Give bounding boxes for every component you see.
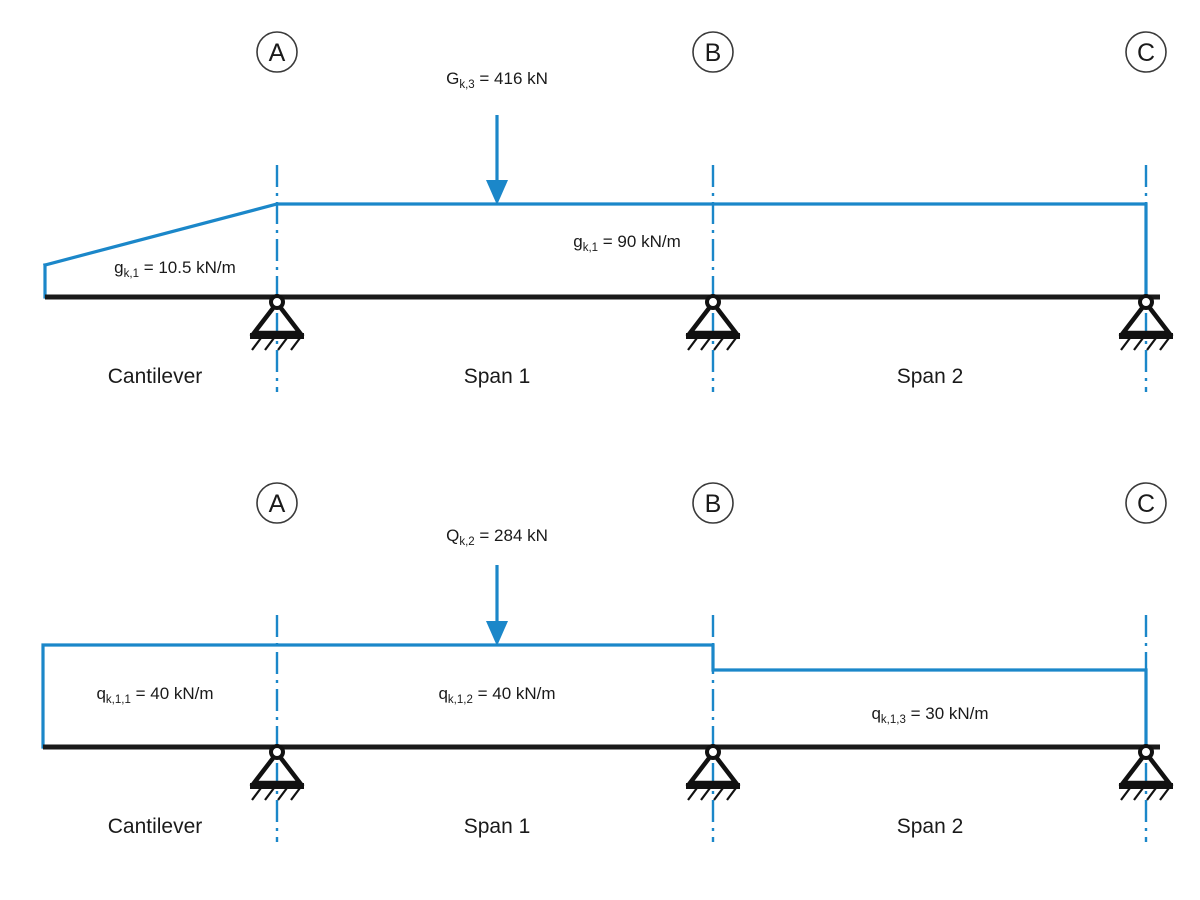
support-pin-icon — [705, 744, 721, 760]
support-hatching — [687, 337, 737, 351]
grid-bubble-label-c: C — [1137, 39, 1155, 67]
zone-label-span1-upper: Span 1 — [464, 365, 531, 388]
arrow-head-icon — [486, 621, 508, 646]
zone-label-cantilever-upper: Cantilever — [108, 365, 203, 388]
support-a-upper — [249, 294, 305, 351]
support-hatching — [1120, 337, 1170, 351]
diagram-permanent-loads: A B C Gk,3 = 416 kN — [43, 31, 1174, 392]
support-hatching — [251, 337, 301, 351]
grid-bubble-a-lower[interactable]: A — [256, 482, 298, 524]
grid-bubble-circle — [692, 31, 734, 73]
support-pin-icon — [705, 294, 721, 310]
diagram-variable-loads: A B C Qk,2 = 284 kN — [41, 482, 1174, 842]
support-b-upper — [685, 294, 741, 351]
grid-bubble-circle — [1125, 482, 1167, 524]
point-load-label-qk2: Qk,2 = 284 kN — [446, 526, 548, 548]
grid-bubble-label-a: A — [269, 490, 286, 518]
grid-bubble-c-lower[interactable]: C — [1125, 482, 1167, 524]
grid-bubble-label-c: C — [1137, 490, 1155, 518]
span-udl-label-gk1: gk,1 = 90 kN/m — [573, 232, 680, 254]
support-c-upper — [1118, 294, 1174, 351]
zone-label-cantilever-lower: Cantilever — [108, 815, 203, 838]
point-load-arrow-gk3 — [486, 115, 508, 205]
grid-bubble-a[interactable]: A — [256, 31, 298, 73]
arrow-head-icon — [486, 180, 508, 205]
span2-udl-label-qk13: qk,1,3 = 30 kN/m — [871, 704, 988, 726]
zone-label-span2-lower: Span 2 — [897, 815, 964, 838]
support-hatching — [1120, 787, 1170, 801]
grid-bubble-circle — [256, 31, 298, 73]
grid-bubble-c[interactable]: C — [1125, 31, 1167, 73]
support-a-lower — [249, 744, 305, 801]
grid-bubble-label-b: B — [705, 490, 722, 518]
grid-bubble-circle — [1125, 31, 1167, 73]
distributed-load-outline-permanent — [43, 202, 1148, 299]
cantilever-udl-label-qk11: qk,1,1 = 40 kN/m — [96, 684, 213, 706]
grid-bubble-label-b: B — [705, 39, 722, 67]
support-hatching — [251, 787, 301, 801]
distributed-load-outline-variable — [41, 643, 1148, 749]
grid-bubble-label-a: A — [269, 39, 286, 67]
support-b-lower — [685, 744, 741, 801]
grid-bubble-b[interactable]: B — [692, 31, 734, 73]
grid-bubble-b-lower[interactable]: B — [692, 482, 734, 524]
support-pin-icon — [1138, 294, 1154, 310]
zone-label-span2-upper: Span 2 — [897, 365, 964, 388]
cantilever-udl-label-gk1: gk,1 = 10.5 kN/m — [114, 258, 236, 280]
support-pin-icon — [269, 294, 285, 310]
point-load-label-gk3: Gk,3 = 416 kN — [446, 69, 548, 91]
support-pin-icon — [1138, 744, 1154, 760]
support-pin-icon — [269, 744, 285, 760]
grid-bubble-circle — [692, 482, 734, 524]
point-load-arrow-qk2 — [486, 565, 508, 646]
support-hatching — [687, 787, 737, 801]
support-c-lower — [1118, 744, 1174, 801]
zone-label-span1-lower: Span 1 — [464, 815, 531, 838]
span1-udl-label-qk12: qk,1,2 = 40 kN/m — [438, 684, 555, 706]
grid-bubble-circle — [256, 482, 298, 524]
